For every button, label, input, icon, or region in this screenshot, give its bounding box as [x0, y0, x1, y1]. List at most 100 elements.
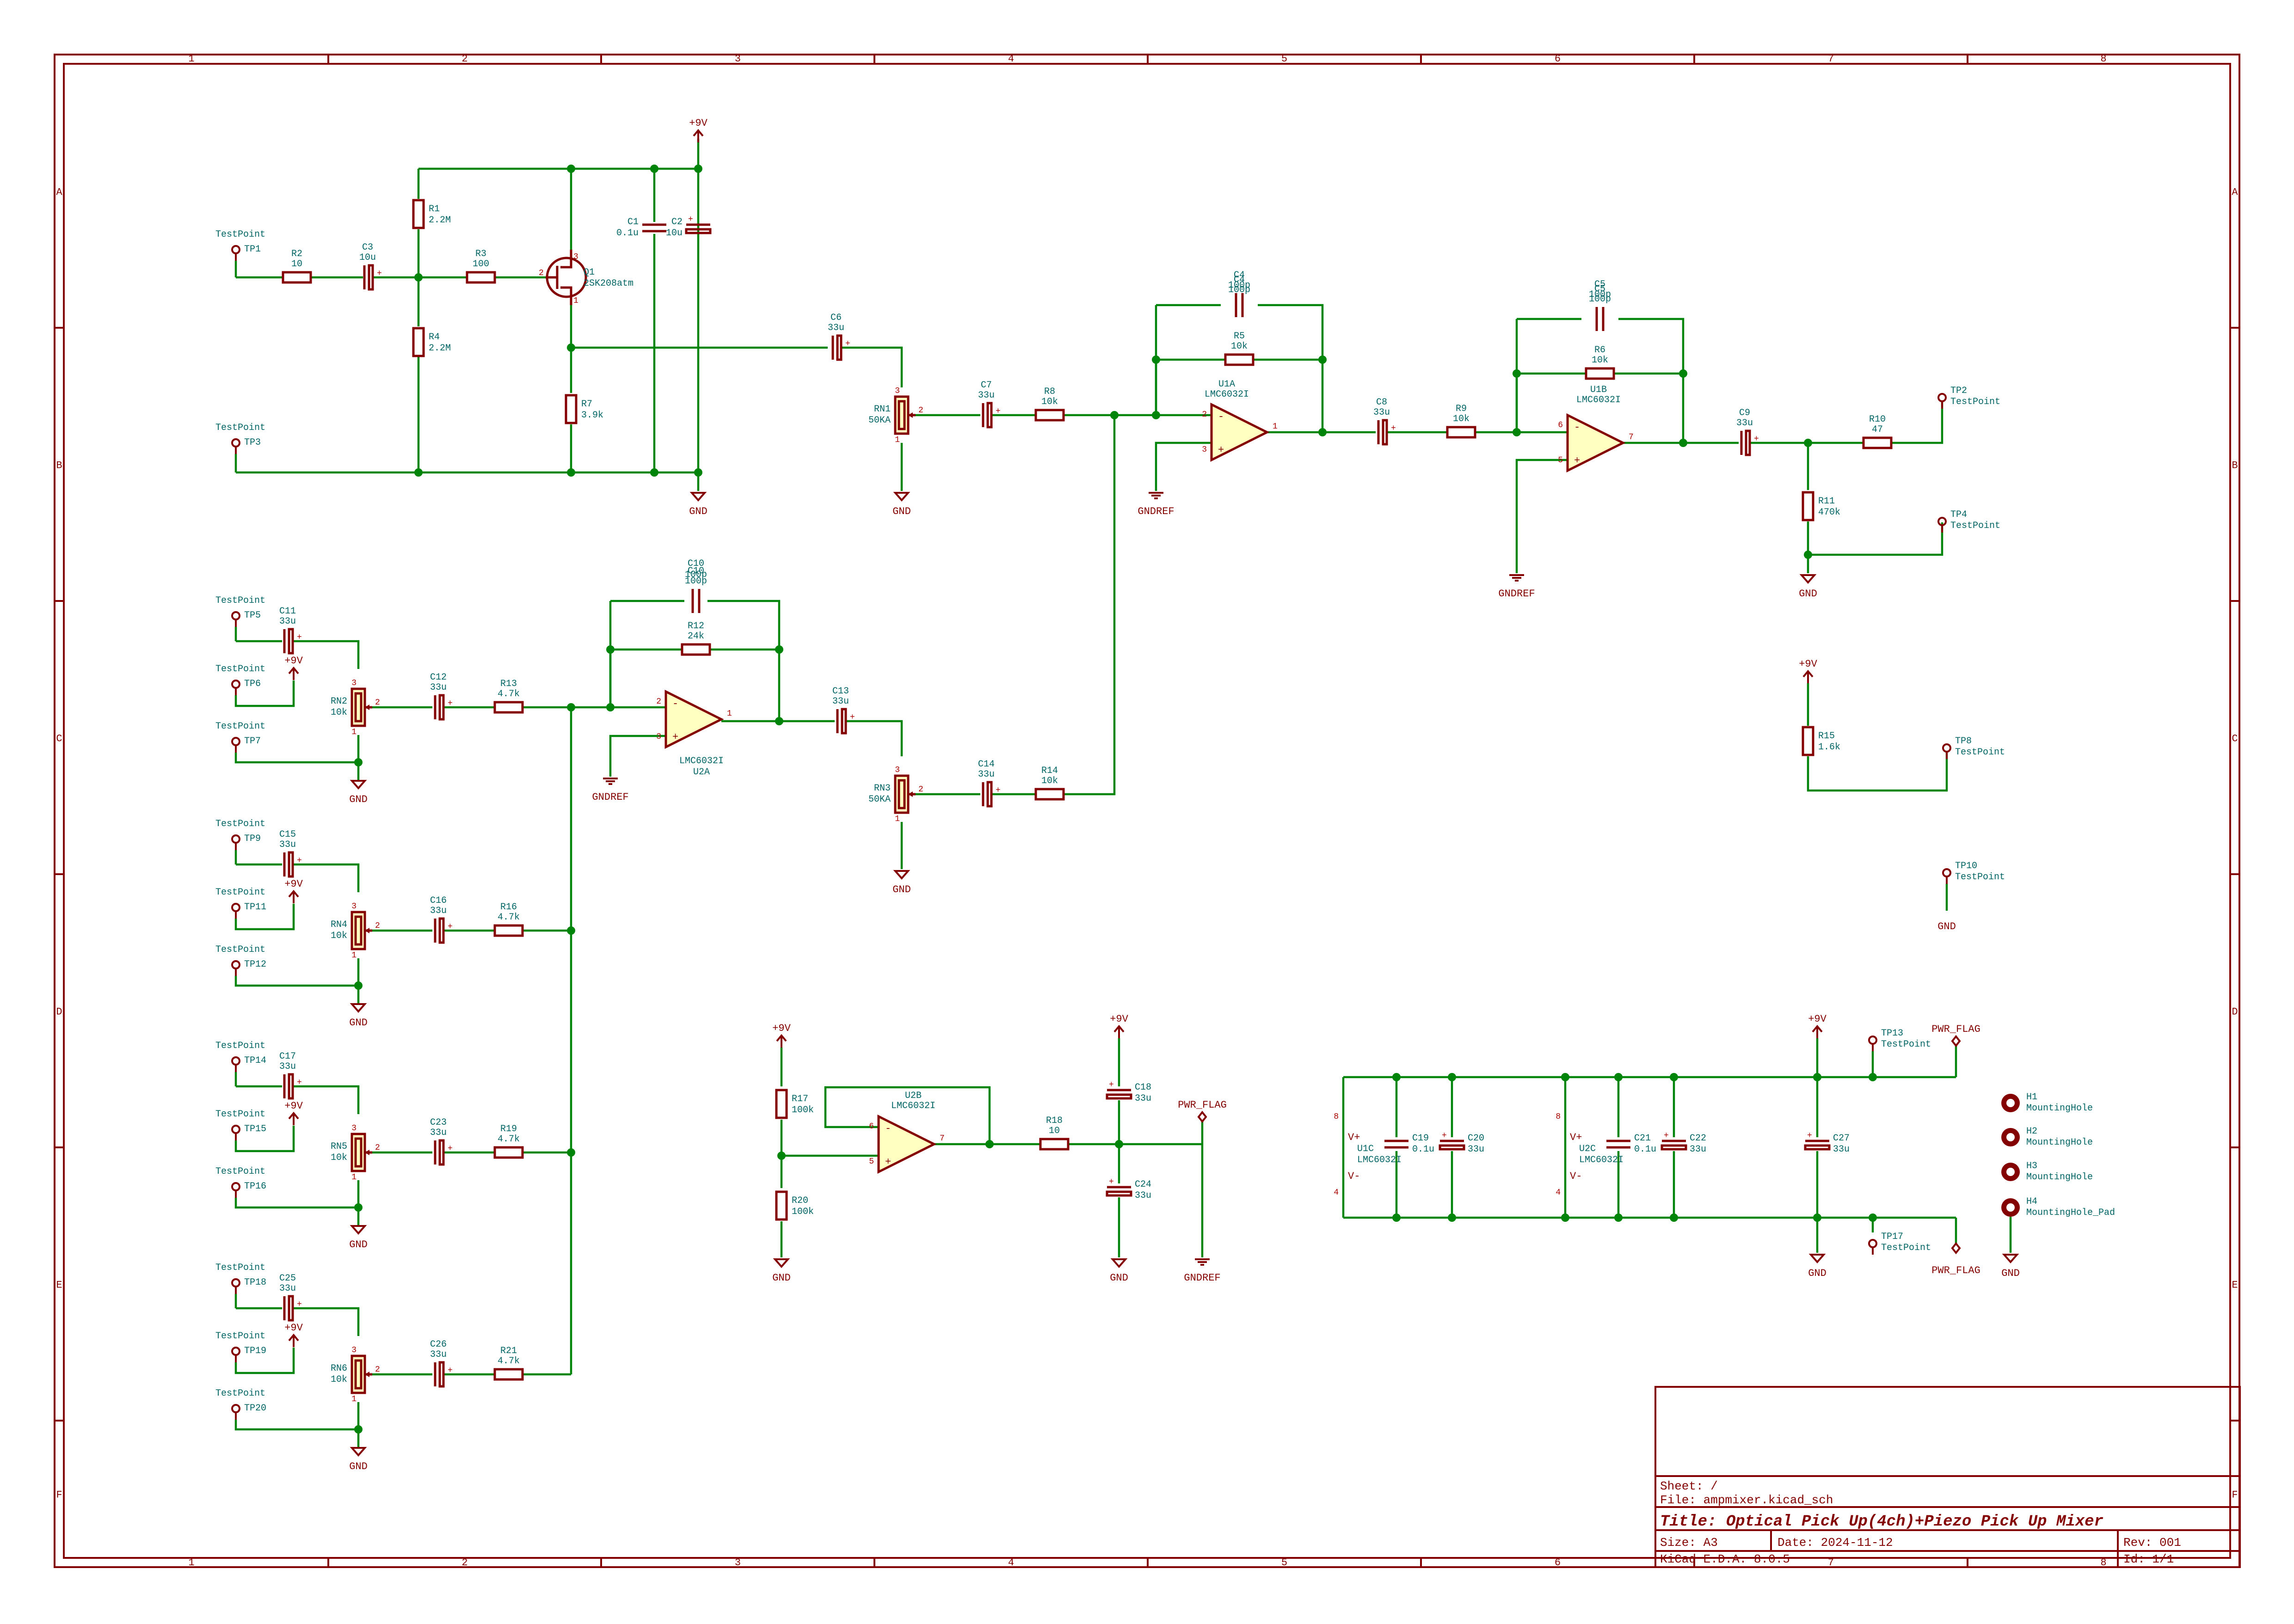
plate — [986, 781, 993, 808]
ref-label: H1 — [2026, 1092, 2037, 1103]
value-label: LMC6032I — [1579, 1155, 1624, 1165]
value-label: 50KA — [868, 415, 891, 426]
pin-number: 1 — [573, 296, 578, 306]
junction-dot — [1679, 369, 1687, 378]
wire — [1155, 441, 1212, 491]
resistor-body — [1446, 426, 1476, 439]
ground-symbol: GND — [772, 1258, 791, 1284]
value-label: TestPoint — [1881, 1243, 1931, 1253]
ref-label: TP3 — [244, 437, 261, 448]
minus-sign: - — [885, 1123, 891, 1134]
pin-number: 3 — [351, 1124, 357, 1133]
pwr-flag: PWR_FLAG — [1931, 1242, 1980, 1276]
net-label: GNDREF — [592, 791, 628, 803]
plus-sign: + — [448, 1366, 453, 1375]
resistor-body — [565, 394, 578, 424]
testpoint-circle — [1937, 393, 1947, 402]
value-label: 33u — [832, 696, 849, 707]
resistor-R4: R42.2M — [412, 327, 451, 357]
value-label: TestPoint — [1955, 872, 2005, 882]
wire — [234, 1348, 295, 1374]
col-label-top: 4 — [1008, 53, 1014, 65]
outer-border — [54, 54, 2240, 1568]
value-label: 33u — [430, 906, 447, 916]
plus-sign: + — [1218, 444, 1224, 456]
pin-number: 2 — [656, 697, 661, 706]
wire — [293, 640, 360, 669]
pin-name: V+ — [1348, 1132, 1360, 1143]
ground-triangle — [350, 1447, 367, 1457]
ground-symbol: GND — [2001, 1254, 2020, 1279]
ref-label: C17 — [279, 1051, 296, 1062]
pin-number: 1 — [351, 1395, 357, 1404]
testpoint-circle — [231, 1347, 240, 1356]
testpoint-circle — [231, 903, 240, 912]
pwr-flag: PWR_FLAG — [1178, 1099, 1227, 1123]
wire — [234, 1126, 295, 1152]
resistor-body — [282, 271, 312, 284]
testpoint-circle — [231, 960, 240, 969]
net-label: GND — [1937, 921, 1956, 932]
net-label: PWR_FLAG — [1931, 1265, 1980, 1276]
minus-sign: - — [672, 698, 678, 710]
wiper-arrow — [365, 705, 369, 710]
value-label: 10k — [331, 707, 347, 718]
wire — [293, 1307, 360, 1336]
opamp-value: LMC6032I — [1205, 389, 1249, 400]
plate — [836, 334, 843, 361]
ref-label: C11 — [279, 606, 296, 617]
ref-label: TP11 — [244, 902, 266, 913]
net-label: GND — [349, 794, 368, 805]
pin-number: 6 — [1558, 421, 1563, 430]
pin-number: 3 — [895, 766, 900, 775]
gndref-symbol: GNDREF — [1138, 492, 1175, 517]
value-label: 24k — [688, 631, 704, 642]
drain — [560, 250, 572, 269]
pin-number: 7 — [940, 1134, 945, 1143]
opamp-ref: U2B — [905, 1091, 922, 1101]
resistor-body — [493, 701, 524, 714]
ref-label: C26 — [430, 1339, 447, 1350]
value-label: 47 — [1872, 424, 1883, 435]
ref-label: R5 — [1234, 331, 1245, 342]
ref-label: C6 — [830, 313, 842, 323]
ref-label: TP2 — [1950, 386, 1967, 396]
ref-label: R21 — [500, 1346, 517, 1356]
pin-number: 3 — [573, 252, 578, 262]
plate — [1439, 1144, 1465, 1151]
plus-sign: + — [297, 1078, 302, 1087]
value-label: MountingHole — [2026, 1172, 2093, 1183]
value-label: 10k — [331, 931, 347, 941]
value-label: 33u — [1736, 418, 1753, 429]
pot-track — [354, 1137, 363, 1168]
resistor-body — [775, 1089, 788, 1119]
col-label-top: 2 — [461, 53, 467, 65]
pin-name: V+ — [1570, 1132, 1582, 1143]
pin-name: V- — [1570, 1171, 1582, 1182]
net-label: +9V — [284, 1322, 303, 1334]
wire — [1807, 751, 1948, 792]
value-label: 33u — [279, 840, 296, 850]
opamp-ref: U1A — [1218, 379, 1235, 390]
plate — [438, 917, 445, 944]
row-label-right: B — [2232, 460, 2238, 472]
plus-sign: + — [1574, 455, 1580, 466]
ref-label: C10 — [688, 566, 704, 576]
wire — [707, 600, 781, 721]
resistor-body — [1802, 491, 1814, 521]
col-label-bottom: 5 — [1281, 1557, 1287, 1569]
